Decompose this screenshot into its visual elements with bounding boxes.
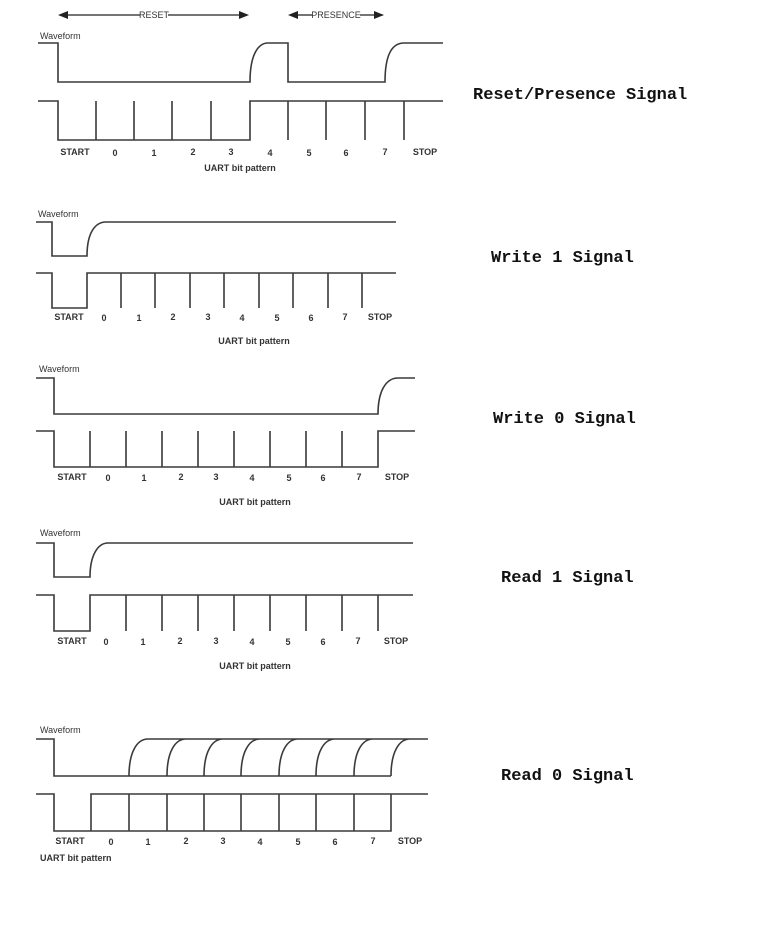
bit-label: 2 [190, 147, 195, 157]
reset-presence-diagram: RESET PRESENCE Waveform START 0 1 2 3 4 … [0, 0, 460, 180]
waveform-trace [36, 221, 396, 257]
bit-label: START [57, 472, 87, 482]
bit-label: 6 [308, 313, 313, 323]
bit-label: 4 [267, 148, 272, 158]
caption-read-0: Read 0 Signal [501, 767, 634, 786]
bit-label: 1 [151, 148, 156, 158]
reset-span-arrow: RESET [58, 10, 249, 20]
uart-bit-pattern-trace [36, 594, 413, 632]
bit-label: STOP [368, 312, 392, 322]
uart-bit-pattern-label: UART bit pattern [219, 497, 291, 507]
bit-label: 0 [101, 313, 106, 323]
bit-label: 2 [183, 836, 188, 846]
bit-label: 1 [140, 637, 145, 647]
caption-reset-presence: Reset/Presence Signal [473, 86, 688, 105]
uart-bit-pattern-label: UART bit pattern [219, 661, 291, 671]
bit-label: 0 [112, 148, 117, 158]
bit-label: 3 [205, 312, 210, 322]
write-0-timing-svg: Waveform START 0 1 2 3 4 5 6 7 STOP UART… [36, 364, 415, 507]
waveform-trace [36, 542, 413, 578]
bit-label: 1 [145, 837, 150, 847]
bit-labels: START 0 1 2 3 4 5 6 7 STOP [55, 836, 422, 847]
read-1-diagram: Waveform START 0 1 2 3 4 5 6 7 STOP UART… [0, 515, 430, 680]
uart-bit-pattern-trace [36, 793, 428, 832]
write-0-diagram: Waveform START 0 1 2 3 4 5 6 7 STOP UART… [0, 355, 430, 515]
bit-label: 3 [228, 147, 233, 157]
presence-span-arrow: PRESENCE [288, 10, 384, 20]
bit-label: 1 [136, 313, 141, 323]
bit-label: 5 [286, 473, 291, 483]
uart-bit-pattern-label: UART bit pattern [40, 853, 112, 863]
bit-label: 5 [306, 148, 311, 158]
bit-label: 7 [342, 312, 347, 322]
bit-label: 6 [343, 148, 348, 158]
bit-labels: START 0 1 2 3 4 5 6 7 STOP [54, 312, 392, 323]
read-1-timing-svg: Waveform START 0 1 2 3 4 5 6 7 STOP UART… [36, 528, 413, 671]
bit-label: 6 [332, 837, 337, 847]
bit-label: 0 [103, 637, 108, 647]
caption-write-1: Write 1 Signal [491, 249, 634, 268]
waveform-trace [36, 377, 415, 415]
write-1-diagram: Waveform START 0 1 2 3 4 5 6 7 STOP UART… [0, 195, 420, 355]
waveform-label: Waveform [40, 528, 81, 538]
waveform-trace [36, 738, 428, 777]
bit-label: START [60, 147, 90, 157]
write-1-timing-svg: Waveform START 0 1 2 3 4 5 6 7 STOP UART… [36, 209, 396, 346]
bit-label: 3 [220, 836, 225, 846]
bit-label: 1 [141, 473, 146, 483]
waveform-label: Waveform [40, 31, 81, 41]
waveform-trace [38, 42, 443, 83]
waveform-label: Waveform [38, 209, 79, 219]
bit-label: 2 [178, 472, 183, 482]
bit-label: STOP [384, 636, 408, 646]
bit-label: 4 [249, 637, 254, 647]
bit-label: 4 [257, 837, 262, 847]
bit-label: 7 [356, 472, 361, 482]
bit-label: 3 [213, 472, 218, 482]
bit-label: STOP [385, 472, 409, 482]
waveform-label: Waveform [40, 725, 81, 735]
bit-labels: START 0 1 2 3 4 5 6 7 STOP [60, 147, 437, 158]
bit-label: 5 [274, 313, 279, 323]
read-0-timing-svg: Waveform START 0 1 2 3 4 5 6 7 STOP UART… [36, 725, 428, 863]
bit-label: 6 [320, 637, 325, 647]
bit-label: START [54, 312, 84, 322]
uart-bit-pattern-label: UART bit pattern [204, 163, 276, 173]
caption-write-0: Write 0 Signal [493, 410, 636, 429]
presence-label: PRESENCE [311, 10, 361, 20]
bit-label: STOP [413, 147, 437, 157]
bit-label: 0 [108, 837, 113, 847]
bit-labels: START 0 1 2 3 4 5 6 7 STOP [57, 472, 409, 483]
reset-label: RESET [139, 10, 170, 20]
bit-label: 5 [295, 837, 300, 847]
uart-bit-pattern-label: UART bit pattern [218, 336, 290, 346]
caption-read-1: Read 1 Signal [501, 569, 634, 588]
uart-bit-pattern-trace [38, 100, 443, 141]
bit-label: 7 [370, 836, 375, 846]
waveform-label: Waveform [39, 364, 80, 374]
bit-label: 3 [213, 636, 218, 646]
bit-label: 2 [177, 636, 182, 646]
bit-label: 7 [382, 147, 387, 157]
uart-bit-pattern-trace [36, 272, 396, 309]
bit-label: 2 [170, 312, 175, 322]
bit-label: 5 [285, 637, 290, 647]
bit-label: START [57, 636, 87, 646]
read-0-diagram: Waveform START 0 1 2 3 4 5 6 7 STOP UART… [0, 710, 440, 880]
bit-label: 0 [105, 473, 110, 483]
reset-presence-timing-svg: RESET PRESENCE Waveform START 0 1 2 3 4 … [38, 10, 443, 173]
bit-labels: START 0 1 2 3 4 5 6 7 STOP [57, 636, 408, 647]
bit-label: START [55, 836, 85, 846]
bit-label: 6 [320, 473, 325, 483]
bit-label: 4 [239, 313, 244, 323]
bit-label: 4 [249, 473, 254, 483]
bit-label: STOP [398, 836, 422, 846]
uart-bit-pattern-trace [36, 430, 415, 468]
bit-label: 7 [355, 636, 360, 646]
